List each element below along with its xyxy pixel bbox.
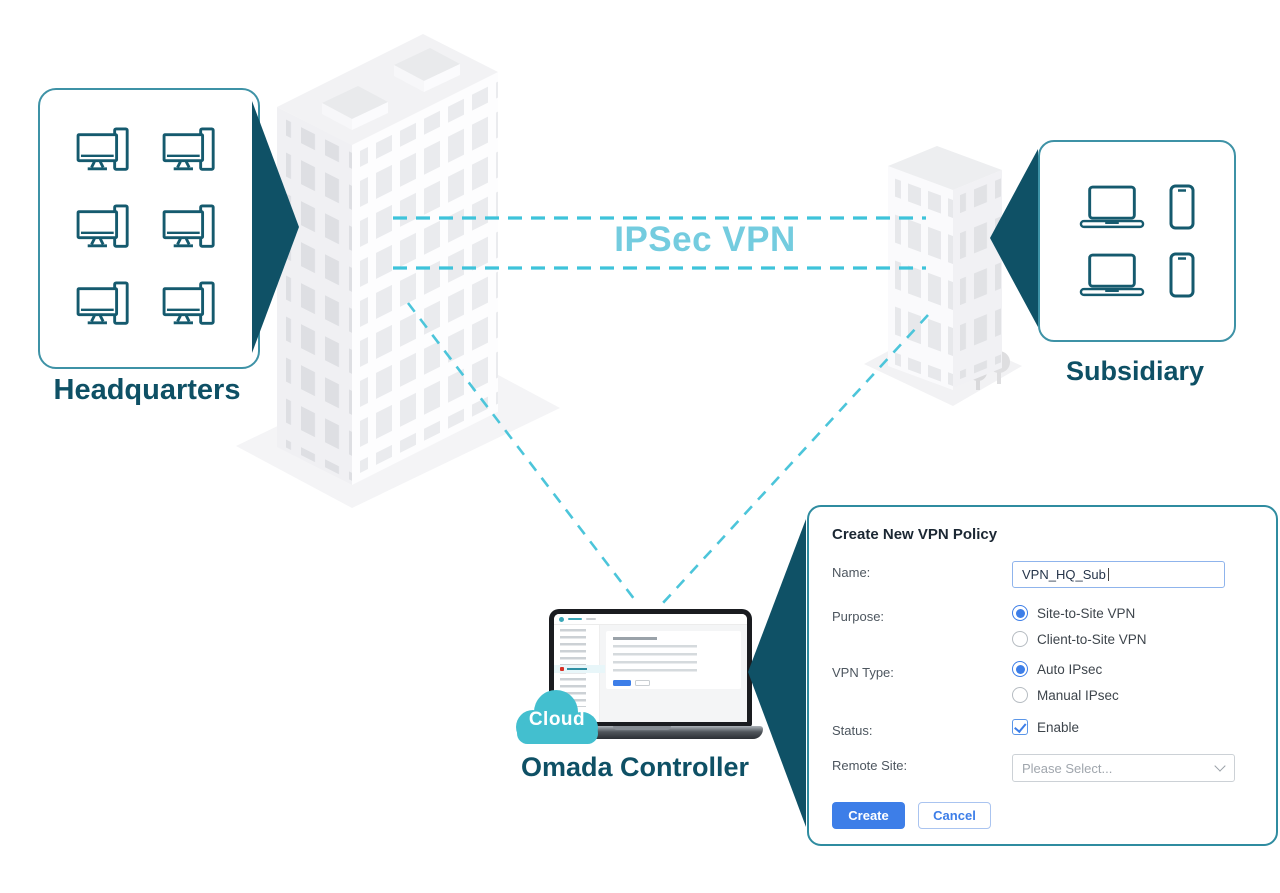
create-button[interactable]: Create — [832, 802, 905, 829]
mini-ui-active-item — [554, 665, 605, 673]
name-label: Name: — [832, 565, 871, 580]
remote-site-select[interactable]: Please Select... — [1012, 754, 1235, 782]
purpose-row: Purpose: Site-to-Site VPN Client-to-Site… — [832, 605, 1252, 657]
desktop-computer-icon — [161, 203, 223, 255]
headquarters-callout — [38, 88, 260, 369]
chevron-down-icon — [1214, 760, 1226, 772]
subsidiary-building — [864, 146, 1022, 406]
desktop-computer-icon — [161, 280, 223, 332]
omada-controller-label: Omada Controller — [520, 752, 750, 782]
vpn-type-option-manual-ipsec[interactable]: Manual IPsec — [1012, 687, 1119, 703]
name-input-value: VPN_HQ_Sub — [1022, 567, 1106, 582]
vpn-type-option-auto-ipsec[interactable]: Auto IPsec — [1012, 661, 1119, 677]
smartphone-icon — [1169, 184, 1195, 230]
radio-label: Auto IPsec — [1037, 661, 1103, 677]
name-row: Name: VPN_HQ_Sub — [832, 561, 1252, 588]
cloud-badge: Cloud — [508, 685, 606, 751]
checkbox-label: Enable — [1037, 719, 1080, 735]
desktop-computer-icon — [161, 126, 223, 178]
ipsec-vpn-label: IPSec VPN — [614, 220, 796, 259]
vpn-type-row: VPN Type: Auto IPsec Manual IPsec — [832, 661, 1252, 713]
mini-ui-content — [600, 625, 747, 722]
name-input[interactable]: VPN_HQ_Sub — [1012, 561, 1225, 588]
desktop-computer-icon — [75, 280, 137, 332]
panel-title: Create New VPN Policy — [832, 526, 998, 543]
remote-site-label: Remote Site: — [832, 758, 908, 773]
subsidiary-callout-arrow — [990, 149, 1038, 327]
cancel-button[interactable]: Cancel — [918, 802, 991, 829]
create-vpn-policy-panel: Create New VPN Policy Name: VPN_HQ_Sub P… — [807, 505, 1278, 846]
radio-icon[interactable] — [1012, 661, 1028, 677]
radio-label: Manual IPsec — [1037, 687, 1119, 703]
text-cursor — [1107, 568, 1109, 581]
purpose-option-client-to-site[interactable]: Client-to-Site VPN — [1012, 631, 1147, 647]
cloud-badge-label: Cloud — [528, 709, 586, 730]
laptop-icon — [1079, 252, 1145, 298]
mini-ui-logo — [559, 616, 564, 622]
status-row: Status: Enable — [832, 719, 1252, 738]
panel-buttons: Create Cancel — [832, 802, 1252, 829]
radio-label: Client-to-Site VPN — [1037, 631, 1147, 647]
desktop-computer-icon — [75, 203, 137, 255]
laptop-icon — [1079, 184, 1145, 230]
remote-site-row: Remote Site: Please Select... — [832, 754, 1252, 782]
subsidiary-callout — [1038, 140, 1236, 342]
status-label: Status: — [832, 723, 873, 738]
radio-icon[interactable] — [1012, 631, 1028, 647]
status-enable-option[interactable]: Enable — [1012, 719, 1079, 735]
headquarters-building — [236, 34, 560, 508]
cloud-icon — [516, 690, 598, 744]
vpn-type-label: VPN Type: — [832, 665, 894, 680]
desktop-computer-icon — [75, 126, 137, 178]
purpose-label: Purpose: — [832, 609, 885, 624]
mini-ui-topbar — [554, 614, 747, 625]
radio-icon[interactable] — [1012, 605, 1028, 621]
purpose-option-site-to-site[interactable]: Site-to-Site VPN — [1012, 605, 1147, 621]
checkbox-icon[interactable] — [1012, 719, 1028, 735]
select-placeholder: Please Select... — [1022, 760, 1113, 776]
radio-icon[interactable] — [1012, 687, 1028, 703]
headquarters-label: Headquarters — [53, 374, 241, 406]
smartphone-icon — [1169, 252, 1195, 298]
radio-label: Site-to-Site VPN — [1037, 605, 1136, 621]
subsidiary-label: Subsidiary — [1065, 356, 1205, 386]
